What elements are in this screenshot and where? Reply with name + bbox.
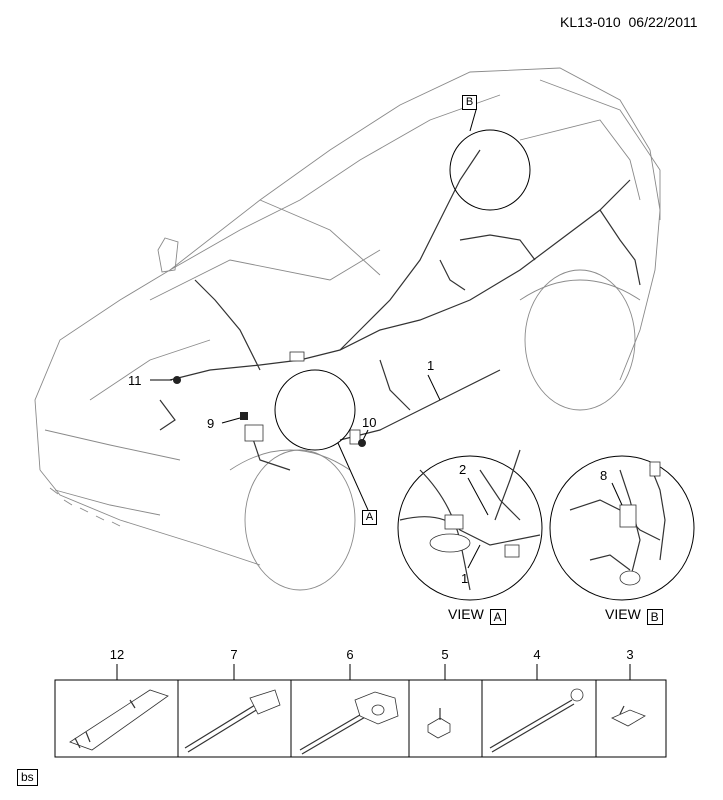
callout-8: 8 [600, 468, 607, 483]
view-b-label: VIEW [605, 606, 641, 622]
view-b-detail [549, 455, 695, 601]
view-a-caption: VIEW A [448, 606, 506, 625]
vehicle-body-outline [34, 67, 661, 591]
document-id: KL13-010 06/22/2011 [560, 14, 698, 30]
callout-1: 1 [427, 358, 434, 373]
part-number-5: 5 [441, 647, 449, 662]
part-number-7: 7 [230, 647, 238, 662]
view-a-label: VIEW [448, 606, 484, 622]
harness-bracket-icon [69, 689, 169, 751]
callout-1-view-a: 1 [461, 571, 468, 586]
view-b-box: B [646, 609, 663, 625]
wiring-harness [159, 149, 641, 471]
view-a-detail [397, 449, 543, 601]
detail-circle-a [274, 369, 356, 451]
callout-11: 11 [128, 373, 142, 388]
view-b-marker: B [462, 95, 477, 110]
retainer-clip-icon [427, 708, 451, 739]
callout-2: 2 [459, 462, 466, 477]
callout-10: 10 [362, 415, 376, 430]
view-a-box: A [489, 609, 506, 625]
small-clip-icon [611, 705, 646, 727]
view-a-marker: A [362, 510, 377, 525]
part-number-12: 12 [109, 647, 125, 662]
double-clip-tie-icon [299, 691, 399, 755]
part-number-3: 3 [626, 647, 634, 662]
push-pin-tie-icon [489, 688, 584, 753]
cable-tie-clip-icon [184, 689, 281, 753]
detail-circle-b [449, 129, 531, 211]
callout-9: 9 [207, 416, 214, 431]
part-number-4: 4 [533, 647, 541, 662]
parts-table [54, 664, 667, 758]
view-b-caption: VIEW B [605, 606, 663, 625]
part-number-6: 6 [346, 647, 354, 662]
footer-tag: bs [17, 769, 38, 786]
